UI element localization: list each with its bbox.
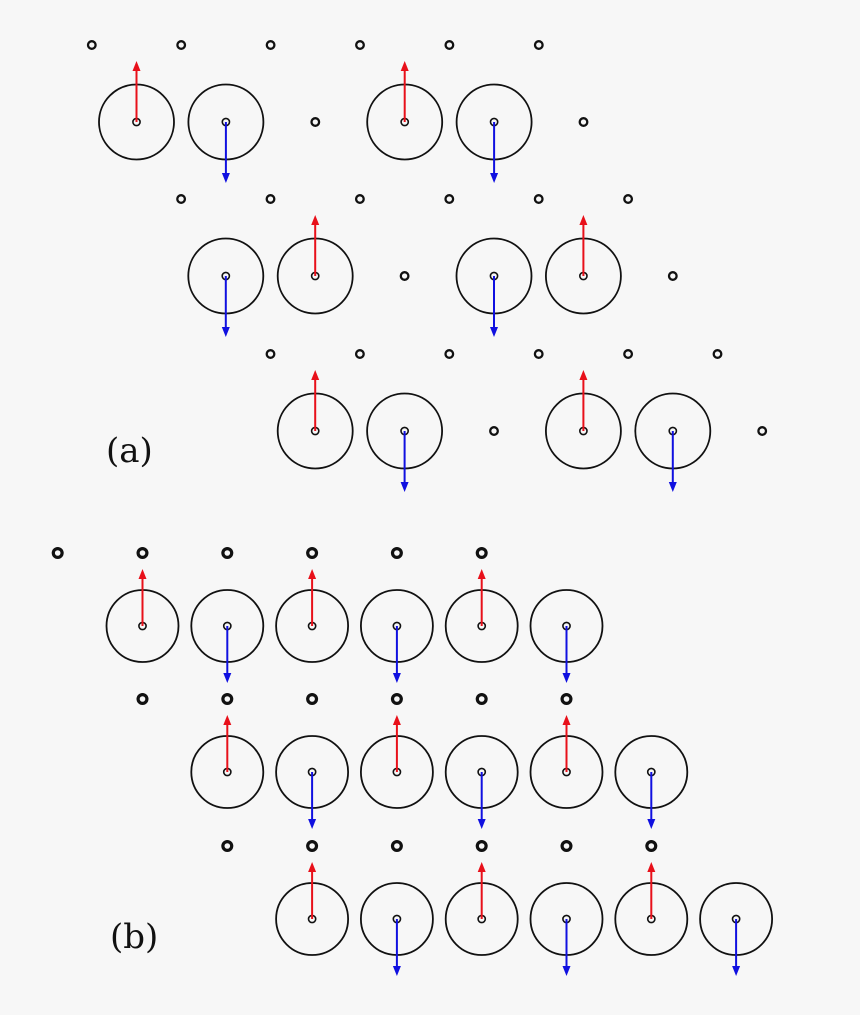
magnetic-atom (187, 237, 265, 337)
vacant-site (757, 426, 768, 436)
magnetic-atom (529, 589, 604, 683)
lattice-site (533, 40, 544, 50)
lattice-site (645, 839, 658, 852)
lattice-site (390, 839, 403, 852)
magnetic-atom (98, 61, 175, 161)
magnetic-atom (444, 862, 519, 956)
lattice-site (265, 194, 276, 204)
panel-b: (b) (51, 546, 773, 976)
lattice-site (306, 692, 319, 705)
magnetic-atom (276, 370, 354, 470)
magnetic-atom (190, 589, 265, 683)
magnetic-atom (275, 735, 350, 829)
magnetic-atom (529, 715, 604, 809)
magnetic-atom (359, 882, 434, 976)
lattice-site (533, 349, 544, 359)
magnetic-atom (359, 715, 434, 809)
lattice-site (355, 40, 365, 50)
magnetic-atom (545, 370, 622, 470)
lattice-site (265, 349, 276, 359)
magnetic-atom (187, 83, 265, 183)
magnetic-atom (614, 735, 689, 829)
lattice-site (475, 546, 488, 559)
lattice-site (354, 349, 365, 359)
lattice-site (306, 546, 319, 559)
vacant-site (489, 426, 499, 436)
lattice-site (560, 839, 573, 852)
lattice-site (475, 839, 488, 852)
lattice-site (444, 40, 455, 50)
lattice-site (265, 40, 276, 50)
magnetic-atom (366, 392, 444, 492)
lattice-site (533, 194, 544, 204)
magnetic-atom (105, 569, 180, 663)
panel-label-b: (b) (110, 917, 158, 957)
lattice-site (306, 839, 319, 852)
lattice-site (444, 349, 455, 359)
magnetic-atom (444, 569, 519, 663)
lattice-site (475, 692, 488, 705)
magnetic-atom (190, 715, 265, 809)
magnetic-atom (366, 61, 444, 161)
lattice-site (354, 194, 365, 204)
vacant-site (667, 271, 678, 281)
lattice-site (221, 839, 234, 852)
magnetic-atom (276, 215, 354, 315)
magnetic-atom (529, 882, 604, 976)
lattice-site (623, 194, 634, 204)
lattice-site (136, 546, 149, 559)
magnetic-atom (359, 589, 434, 683)
magnetic-atom (699, 882, 773, 976)
magnetic-atom (275, 569, 350, 663)
lattice-site (390, 546, 403, 559)
magnetic-atom (634, 392, 712, 492)
magnetic-atom (614, 862, 689, 956)
lattice-site (444, 194, 455, 204)
lattice-site (712, 349, 723, 359)
lattice-site (221, 546, 234, 559)
lattice-site (51, 546, 64, 559)
lattice-site (221, 692, 234, 705)
magnetic-atom (455, 83, 533, 183)
lattice-site (176, 40, 187, 50)
vacant-site (578, 117, 589, 127)
lattice-site (86, 40, 97, 50)
vacant-site (399, 271, 410, 281)
lattice-site (560, 692, 573, 705)
magnetic-atom (545, 215, 622, 315)
lattice-site (136, 692, 149, 705)
magnetic-atom (455, 237, 533, 337)
magnetic-atom (444, 735, 519, 829)
vacant-site (310, 117, 321, 127)
panel-a: (a) (86, 40, 768, 492)
lattice-site (390, 692, 403, 705)
panel-label-a: (a) (106, 431, 153, 471)
magnetic-atom (275, 862, 350, 956)
lattice-site (176, 194, 187, 204)
lattice-site (623, 349, 634, 359)
